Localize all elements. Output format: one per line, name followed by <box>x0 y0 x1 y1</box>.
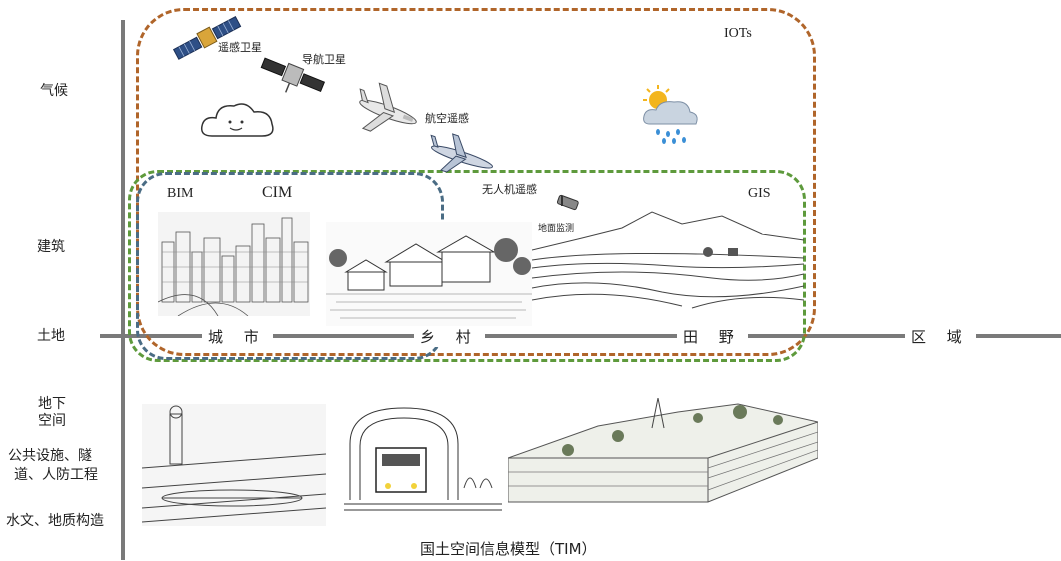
vertical-axis <box>121 20 125 560</box>
village-sketch-image <box>326 222 532 326</box>
label-aerial: 航空遥感 <box>425 112 469 125</box>
label-public-1: 公共设施、隧 <box>8 448 92 464</box>
axis-label-city: 城 市 <box>202 326 273 347</box>
aircraft-icon <box>348 82 428 142</box>
gis-boundary <box>128 170 806 362</box>
label-land: 土地 <box>37 328 65 344</box>
caption: 国土空间信息模型（TIM） <box>420 540 597 558</box>
label-iots: IOTs <box>724 26 752 41</box>
navigation-satellite-icon <box>258 52 328 102</box>
cloud-icon <box>198 98 278 144</box>
label-uav: 无人机遥感 <box>482 183 537 196</box>
field-landscape-sketch-image <box>532 208 804 312</box>
horizontal-axis <box>100 334 1061 338</box>
label-bim: BIM <box>167 186 194 201</box>
label-nav-satellite: 导航卫星 <box>302 53 346 66</box>
label-underground-1: 地下 <box>38 396 66 412</box>
label-building: 建筑 <box>37 239 65 255</box>
label-public-2: 道、人防工程 <box>14 467 98 483</box>
uav-drone-icon <box>416 132 508 182</box>
tunnel-train-sketch-image <box>344 404 502 514</box>
remote-sensing-satellite-icon <box>170 12 250 62</box>
axis-label-region: 区 域 <box>905 326 976 347</box>
axis-label-village: 乡 村 <box>414 326 485 347</box>
label-hydro: 水文、地质构造 <box>6 513 104 529</box>
city-sketch-image <box>158 212 310 316</box>
label-cim: CIM <box>262 184 293 201</box>
label-ground-monitoring: 地面监测 <box>538 224 575 234</box>
axis-label-field: 田 野 <box>677 326 748 347</box>
weather-sun-rain-icon <box>640 84 702 146</box>
underground-pipe-sketch-image <box>142 404 326 526</box>
surveillance-camera-icon <box>554 192 584 220</box>
label-remote-satellite: 遥感卫星 <box>218 41 262 54</box>
geology-block-sketch-image <box>508 398 818 520</box>
label-climate: 气候 <box>40 83 68 99</box>
label-gis: GIS <box>748 186 771 201</box>
label-underground-2: 空间 <box>38 413 66 429</box>
